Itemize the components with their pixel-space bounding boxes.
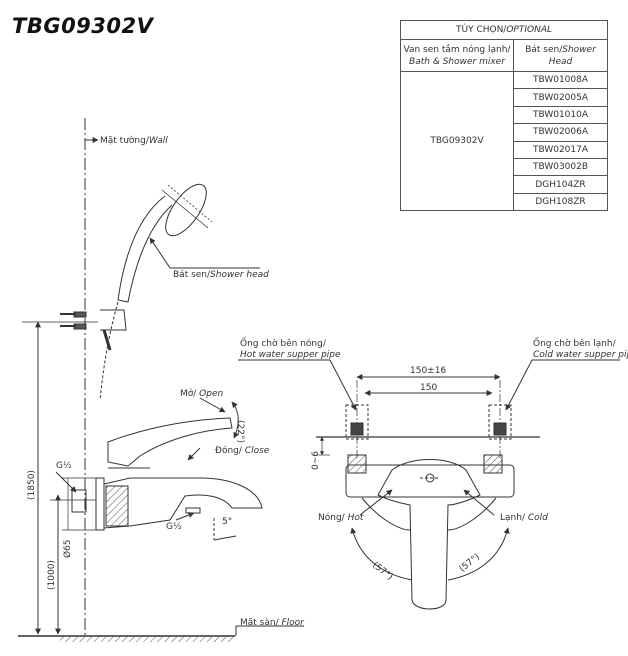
shower-head-column-header-vi: Bát sen/ xyxy=(525,44,563,55)
shower-head-model: DGH104ZR xyxy=(513,175,608,194)
hot-rotation-arc xyxy=(350,527,413,581)
lever-handle xyxy=(107,417,233,467)
wall-flange xyxy=(95,477,105,531)
floor-label-vi: Mặt sàn/ xyxy=(240,618,281,628)
cold-angle-label: (57°) xyxy=(458,552,482,574)
hot-connector xyxy=(347,454,367,474)
cold-pipe-label-en: Cold water supper pipe xyxy=(533,350,628,360)
hot-pipe-label-en: Hot water supper pipe xyxy=(240,350,341,360)
mixer-body-side xyxy=(103,477,263,529)
shower-head-label-vi: Bát sen/ xyxy=(173,270,211,280)
floor-label: Mặt sàn/ Floor xyxy=(240,618,305,628)
open-angle-label: (22°) xyxy=(235,420,245,443)
hot-angle-label: (57°) xyxy=(370,560,394,582)
mixer-column-header-vi: Van sen tắm nóng lạnh/ xyxy=(403,44,511,55)
mixer-column-header-en: Bath & Shower mixer xyxy=(409,56,505,67)
wall-label-en: Wall xyxy=(149,136,168,146)
open-label: Mở/ Open xyxy=(180,388,224,399)
depth-label: 0~6 xyxy=(311,451,321,470)
distance-label: 150 xyxy=(420,383,437,393)
spout-outlet xyxy=(185,507,201,514)
optional-table: TÙY CHỌN/OPTIONAL Van sen tắm nóng lạnh/… xyxy=(400,20,608,212)
shower-hose xyxy=(99,301,119,401)
open-label-vi: Mở/ xyxy=(180,388,199,399)
mixer-height-label: (1000) xyxy=(47,560,57,590)
cold-pipe-label-vi: Ống chờ bên lạnh/ xyxy=(533,336,617,349)
hot-label-vi: Nóng/ xyxy=(318,512,348,523)
hot-pipe-label-vi: Ống chờ bên nóng/ xyxy=(240,336,327,349)
close-label-en: Close xyxy=(245,446,270,456)
front-view xyxy=(238,359,620,610)
floor-hatch xyxy=(60,636,235,642)
shower-head-label: Bát sen/Shower head xyxy=(173,270,269,280)
outlet-thread-label: G½ xyxy=(166,522,182,532)
side-view xyxy=(18,118,304,642)
cold-rotation-arc xyxy=(447,527,510,581)
cold-connector xyxy=(483,454,503,474)
side-view-labels: Mặt tường/Wall Bát sen/Shower head Mở/ O… xyxy=(27,135,305,628)
mixer-column-header: Van sen tắm nóng lạnh/ Bath & Shower mix… xyxy=(400,39,514,72)
wall-bracket xyxy=(100,309,127,331)
wall-label: Mặt tường/Wall xyxy=(100,135,168,146)
shower-head-column-header-en: Shower Head xyxy=(548,44,596,67)
distance-range-label: 150±16 xyxy=(410,366,446,376)
hot-inlet-pipe xyxy=(345,404,369,440)
wall-fitting xyxy=(71,489,87,513)
total-height-label: (1850) xyxy=(27,470,37,500)
mixer-body-front xyxy=(345,464,515,498)
hot-label-en: Hot xyxy=(348,513,364,523)
shower-handle xyxy=(117,195,173,303)
cold-label: Lạnh/ Cold xyxy=(500,513,548,523)
spout-angle-label: 5° xyxy=(222,517,232,527)
optional-header-en: OPTIONAL xyxy=(506,25,552,35)
model-title: TBG09302V xyxy=(12,14,154,38)
cold-label-en: Cold xyxy=(528,513,548,523)
optional-header-vi: TÙY CHỌN/ xyxy=(456,25,507,35)
handle-front xyxy=(377,459,481,610)
cold-inlet-pipe xyxy=(488,404,512,440)
close-label-vi: Đóng/ xyxy=(215,445,245,456)
cold-label-vi: Lạnh/ xyxy=(500,513,528,523)
close-label: Đóng/ Close xyxy=(215,445,270,456)
shower-head-label-en: Shower head xyxy=(210,270,269,280)
hot-label: Nóng/ Hot xyxy=(318,512,364,523)
shower-head-model: DGH108ZR xyxy=(513,192,608,212)
shower-head xyxy=(165,183,207,237)
floor-label-en: Floor xyxy=(281,618,305,628)
diameter-label: Ø65 xyxy=(62,539,73,558)
wall-thread-label: G½ xyxy=(56,461,72,471)
open-label-en: Open xyxy=(199,389,223,399)
wall-label-vi: Mặt tường/ xyxy=(100,135,150,146)
